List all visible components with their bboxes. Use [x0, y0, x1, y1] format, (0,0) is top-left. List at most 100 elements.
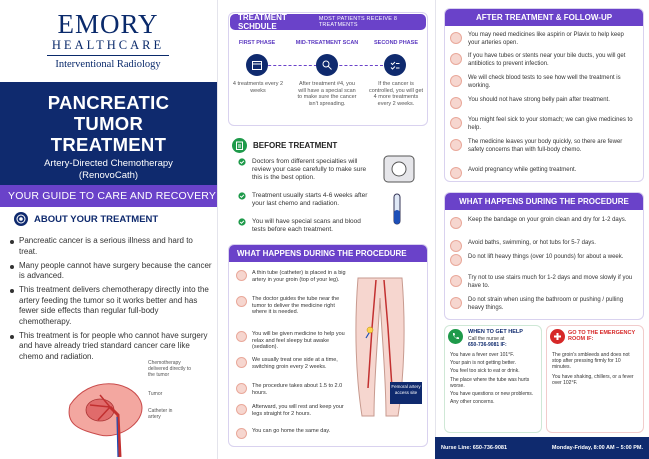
schedule-column: TREATMENT SCHDULE MOST PATIENTS RECEIVE … [217, 0, 435, 459]
step-text: The doctor guides the tube near the tumo… [252, 296, 340, 315]
after-item-text: Avoid pregnancy while getting treatment. [468, 167, 577, 173]
clipboard-icon [232, 138, 247, 153]
stairs-icon [450, 275, 462, 287]
hero-subtitle: Artery-Directed Chemotherapy (RenovoCath… [0, 158, 217, 182]
help-heading: WHEN TO GET HELP [468, 329, 523, 335]
after-item: You may need medicines like aspirin or P… [450, 32, 635, 47]
nausea-icon [450, 117, 462, 129]
help-item: You have a fever over 101°F. [450, 352, 515, 358]
belly-icon [450, 97, 462, 109]
recovery-item-text: Try not to use stairs much for 1-2 days … [468, 275, 633, 289]
after-item-text: You might feel sick to your stomach; we … [468, 117, 633, 131]
after-item-text: You should not have strong belly pain af… [468, 97, 610, 103]
about-item: This treatment is for people who cannot … [8, 331, 213, 363]
about-heading: ABOUT YOUR TREATMENT [14, 212, 158, 226]
aftercare-column: AFTER TREATMENT & FOLLOW-UP You may need… [435, 0, 649, 459]
procedure-step: Afterward, you will rest and keep your l… [236, 404, 346, 417]
hero-title-line-2: TUMOR [73, 113, 144, 134]
er-heading: GO TO THE EMERGENCY ROOM IF: [568, 330, 636, 343]
phase-1-desc: 4 treatments every 2 weeks [232, 81, 284, 94]
after-item: You should not have strong belly pain af… [450, 97, 635, 109]
calendar-icon [246, 54, 268, 76]
caption-tumor: Tumor [148, 391, 163, 397]
bandage-icon [450, 217, 462, 229]
logo-name: EMORY [57, 9, 159, 39]
step-text: The procedure takes about 1.5 to 2.0 hou… [252, 383, 343, 396]
recovery-heading: WHAT HAPPENS DURING THE PROCEDURE [459, 197, 629, 206]
after-item: You might feel sick to your stomach; we … [450, 117, 635, 132]
femoral-label: Femoral artery access site [390, 382, 422, 404]
procedure-step: We usually treat one side at a time, swi… [236, 357, 346, 370]
help-item: You feel too sick to eat or drink. [450, 368, 520, 375]
phone-icon [448, 329, 463, 344]
logo-sub: HEALTHCARE [51, 38, 165, 52]
recovery-item: Avoid baths, swimming, or hot tubs for 5… [450, 240, 635, 252]
ct-scanner-icon [383, 155, 415, 225]
before-item: Doctors from different specialties will … [238, 158, 368, 182]
recovery-header: WHAT HAPPENS DURING THE PROCEDURE [445, 193, 643, 210]
before-item-text: Treatment usually starts 4-6 weeks after… [252, 192, 368, 207]
procedure-step: The procedure takes about 1.5 to 2.0 hou… [236, 383, 346, 396]
after-item: We will check blood tests to see how wel… [450, 75, 635, 90]
office-hours: Monday-Friday, 8:00 AM – 5:00 PM. [551, 445, 643, 451]
er-item: You have shaking, chillers, or a fever o… [552, 373, 634, 386]
schedule-header: TREATMENT SCHDULE MOST PATIENTS RECEIVE … [230, 13, 426, 31]
footer-bar: Nurse Line: 650-736-9081 Monday-Friday, … [435, 437, 649, 459]
before-item-text: You will have special scans and blood te… [252, 218, 361, 233]
recovery-item: Try not to use stairs much for 1-2 days … [450, 275, 635, 290]
hero-title: PANCREATIC TUMOR TREATMENT [0, 92, 217, 155]
recovery-item-text: Avoid baths, swimming, or hot tubs for 5… [468, 240, 596, 246]
before-item: Treatment usually starts 4-6 weeks after… [238, 192, 368, 208]
about-list: Pancreatic cancer is a serious illness a… [8, 236, 213, 366]
phase-1-label: FIRST PHASE [238, 40, 276, 46]
about-item: Pancreatic cancer is a serious illness a… [8, 236, 213, 257]
pill-icon [450, 32, 462, 44]
recovery-item-text: Do not lift heavy things (over 10 pounds… [468, 254, 624, 260]
pancreas-illustration [68, 383, 143, 457]
hero-subtitle-1: Artery-Directed Chemotherapy [44, 158, 173, 169]
er-box [546, 325, 644, 433]
check-icon [238, 192, 246, 200]
help-item: Any other concerns. [450, 399, 495, 406]
help-box [444, 325, 542, 433]
recovery-item: Keep the bandage on your groin clean and… [450, 217, 635, 229]
after-item: The medicine leaves your body quickly, s… [450, 139, 635, 154]
femoral-artery-illustration [355, 277, 405, 417]
recovery-item-text: Do not strain when using the bathroom or… [468, 297, 624, 311]
before-item-text: Doctors from different specialties will … [252, 158, 367, 181]
about-item: Many people cannot have surgery because … [8, 261, 213, 282]
help-list: You have a fever over 101°F. Your pain i… [450, 352, 538, 405]
help-item: Your pain is not getting better. [450, 360, 516, 367]
recovery-item-text: Keep the bandage on your groin clean and… [468, 217, 627, 223]
checklist-icon [384, 54, 406, 76]
after-item-text: We will check blood tests to see how wel… [468, 75, 621, 89]
after-box [444, 8, 644, 182]
procedure-heading: WHAT HAPPENS DURING THE PROCEDURE [237, 249, 407, 258]
procedure-header: WHAT HAPPENS DURING THE PROCEDURE [229, 245, 427, 262]
help-phone[interactable]: 650-736-9081 IF: [468, 342, 507, 348]
ambulance-icon [550, 329, 565, 344]
step-text: We usually treat one side at a time, swi… [252, 357, 338, 370]
step-text: You can go home the same day. [252, 428, 331, 434]
bath-icon [450, 240, 462, 252]
help-item: You have questions or new problems. [450, 391, 534, 398]
emory-logo: EMORY HEALTHCARE Interventional Radiolog… [47, 10, 169, 72]
before-item: You will have special scans and blood te… [238, 218, 368, 234]
recovery-box [444, 192, 644, 320]
procedure-step: A thin tube (catheter) is placed in a bi… [236, 270, 346, 283]
hero-banner: PANCREATIC TUMOR TREATMENT Artery-Direct… [0, 82, 217, 204]
stent-icon [450, 53, 462, 65]
help-item: The place where the tube was hurts worse… [450, 376, 530, 389]
nurse-line[interactable]: Nurse Line: 650-736-9081 [441, 445, 508, 451]
target-icon [14, 212, 28, 226]
strain-icon [450, 297, 462, 309]
after-item-text: You may need medicines like aspirin or P… [468, 32, 624, 46]
hero-title-line-1: PANCREATIC [47, 92, 170, 113]
step-icon [236, 404, 247, 415]
step-icon [236, 383, 247, 394]
check-icon [238, 158, 246, 166]
schedule-title: TREATMENT SCHDULE [238, 13, 287, 31]
logo-dept: Interventional Radiology [47, 55, 169, 72]
about-heading-text: ABOUT YOUR TREATMENT [34, 213, 159, 225]
er-list: The groin's smbleeds and does not stop a… [552, 352, 640, 386]
